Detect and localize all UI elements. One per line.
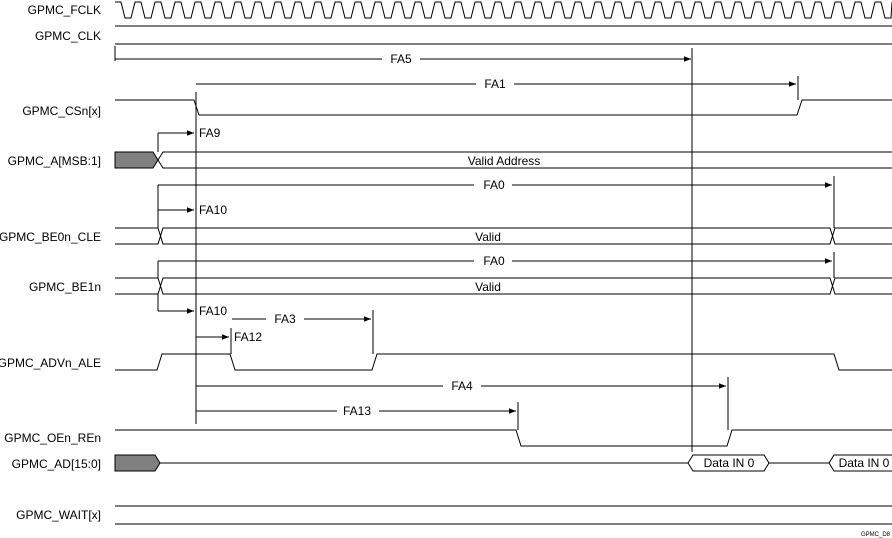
fa10-adv-label: FA10	[199, 304, 227, 318]
timing-fa4: FA4	[196, 377, 729, 430]
timing-fa10-be0: FA10	[158, 203, 227, 217]
fa13-label: FA13	[343, 404, 371, 418]
signal-label-wait: GPMC_WAIT[x]	[16, 508, 101, 522]
be1-bus: Valid	[115, 277, 892, 295]
signal-label-addr: GPMC_A[MSB:1]	[8, 154, 101, 168]
fa5-label: FA5	[390, 52, 412, 66]
ad-bus: Data IN 0 Data IN 0	[114, 454, 892, 472]
be0-bus: Valid	[115, 227, 892, 245]
timing-fa9: FA9	[157, 126, 221, 152]
clk-waveform	[115, 25, 892, 45]
fa4-label: FA4	[451, 379, 473, 393]
timing-fa5: FA5	[114, 46, 691, 66]
corner-id: GPMC_D8	[861, 532, 891, 538]
addr-bus: Valid Address	[114, 151, 892, 169]
signal-label-clk: GPMC_CLK	[35, 29, 101, 43]
fa0-be0-label: FA0	[483, 178, 505, 192]
signal-label-oen: GPMC_OEn_REn	[4, 431, 101, 445]
signal-label-ad: GPMC_AD[15:0]	[12, 457, 101, 471]
timing-fa13: FA13	[196, 402, 519, 430]
signal-label-fclk: GPMC_FCLK	[28, 3, 101, 17]
fa1-label: FA1	[484, 77, 506, 91]
timing-fa0-be0: FA0	[157, 176, 835, 228]
valid-address-label: Valid Address	[468, 154, 541, 168]
fa3-label: FA3	[274, 312, 296, 326]
fa0-be1-label: FA0	[483, 254, 505, 268]
fclk-waveform	[115, 1, 892, 19]
data-in-label-1: Data IN 0	[704, 456, 755, 470]
fa12-label: FA12	[234, 330, 262, 344]
reference-lines	[195, 48, 693, 452]
oen-waveform	[115, 429, 892, 447]
csn-waveform	[115, 99, 892, 116]
be0-valid-label: Valid	[475, 230, 501, 244]
timing-fa0-be1: FA0	[157, 252, 835, 278]
timing-fa12: FA12	[196, 328, 262, 354]
signal-label-be1: GPMC_BE1n	[29, 280, 101, 294]
signal-labels: GPMC_FCLK GPMC_CLK GPMC_CSn[x] GPMC_A[MS…	[0, 3, 101, 522]
wait-waveform	[115, 505, 892, 525]
timing-fa1: FA1	[196, 76, 799, 100]
adv-waveform	[115, 353, 892, 371]
fa9-label: FA9	[199, 126, 221, 140]
signal-label-csn: GPMC_CSn[x]	[22, 104, 101, 118]
signal-label-adv: GPMC_ADVn_ALE	[0, 356, 101, 370]
fa10-be0-label: FA10	[199, 203, 227, 217]
data-in-label-2: Data IN 0	[839, 456, 890, 470]
timing-fa10-adv: FA10	[157, 294, 227, 318]
signal-label-be0: GPMC_BE0n_CLE	[0, 230, 101, 244]
timing-fa3: FA3	[232, 310, 374, 354]
be1-valid-label: Valid	[475, 280, 501, 294]
